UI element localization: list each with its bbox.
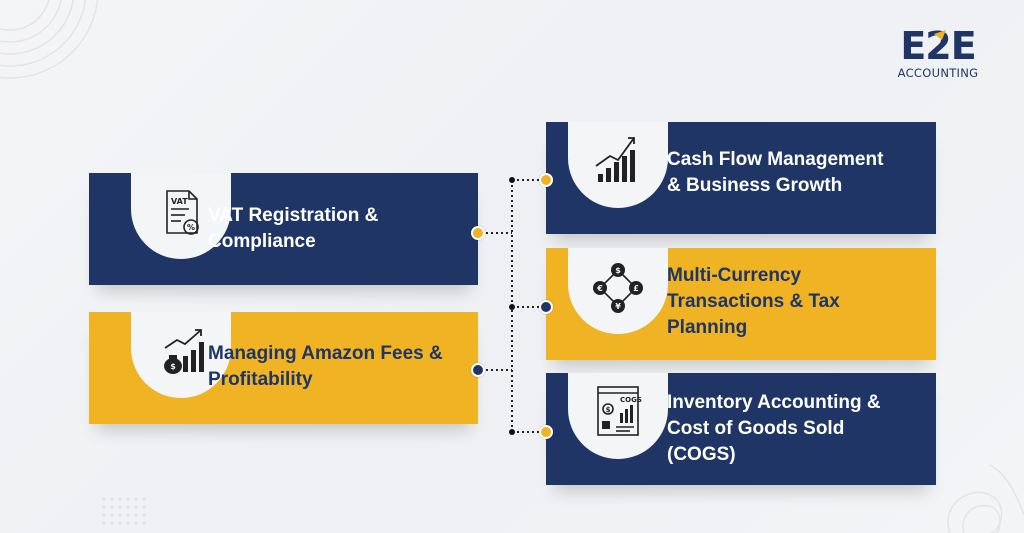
connector-dot-vat [471,226,485,240]
e2e-accounting-logo: E2E ACCOUNTING [886,26,990,82]
svg-text:VAT: VAT [171,197,188,206]
connector-junction-top [509,177,515,183]
decorative-arcs-top-left [0,0,99,79]
vat-document-icon: VAT % [166,190,199,235]
connector-junction-middle [509,304,515,310]
decorative-swirl-bottom-right [947,464,1024,533]
card-vat-registration: VAT % VAT Registration & Compliance [89,173,478,285]
connector-dot-amazon [471,363,485,377]
svg-text:$: $ [170,362,176,371]
growth-chart-icon [595,137,635,182]
svg-text:$: $ [606,406,611,414]
svg-text:%: % [187,223,195,232]
cogs-icon-text: COGS [620,396,642,404]
svg-text:€: € [596,284,603,293]
money-bag-growth-icon: $ [164,329,204,374]
connector-dot-multi-currency [539,300,553,314]
svg-text:£: £ [633,284,639,293]
icon-badge: COGS $ [568,373,668,459]
currency-exchange-icon: $ £ ¥ € [593,263,643,313]
decorative-dots-bottom-left [102,497,146,525]
icon-badge [568,122,668,208]
icon-badge: $ £ ¥ € [568,248,668,334]
logo-subtitle: ACCOUNTING [897,66,979,80]
svg-text:$: $ [615,266,621,275]
icon-badge: VAT % [131,173,231,259]
cogs-report-icon: COGS $ [597,386,642,436]
card-inventory-cogs: COGS $ Inventory Accounting & Cost of Go… [546,373,936,485]
card-label: Multi-Currency Transactions & Tax Planni… [667,265,840,338]
connector-junction-bottom [509,429,515,435]
logo-mark-text: E2E [900,26,975,66]
card-label: Managing Amazon Fees & Profitability [208,343,443,390]
svg-text:¥: ¥ [615,302,621,311]
card-label: Cash Flow Management & Business Growth [667,149,884,196]
logo-mark: E2E [900,26,976,66]
card-label: VAT Registration & Compliance [208,205,379,252]
card-amazon-fees: $ Managing Amazon Fees & Profitability [89,312,478,424]
card-label: Inventory Accounting & Cost of Goods Sol… [667,392,881,465]
connector-dot-cash-flow [539,173,553,187]
card-cash-flow: Cash Flow Management & Business Growth [546,122,936,234]
connector-dot-inventory [539,425,553,439]
card-multi-currency: $ £ ¥ € Multi-Currency Transactions & Ta… [546,248,936,360]
icon-badge: $ [131,312,231,398]
